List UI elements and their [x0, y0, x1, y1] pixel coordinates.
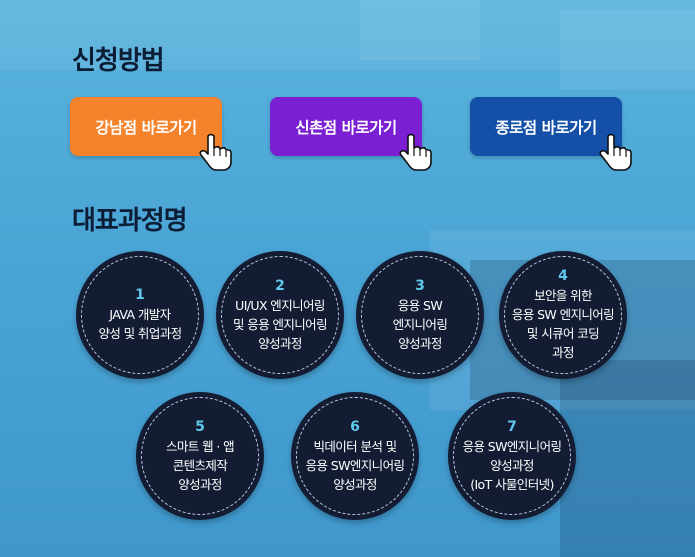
- course-title-line: 엔지니어링: [392, 316, 448, 332]
- course-title-line: 콘텐츠제작: [172, 457, 228, 473]
- course-title-line: 보안을 위한: [534, 288, 592, 303]
- course-circle-6[interactable]: 6 빅데이터 분석 및 응용 SW엔지니어링 양성과정: [291, 392, 419, 520]
- course-title-line: 빅데이터 분석 및: [313, 438, 397, 454]
- course-number: 6: [350, 418, 360, 435]
- course-title-line: 응용 SW: [397, 297, 443, 313]
- course-title-line: 응용 SW엔지니어링: [305, 457, 405, 473]
- course-number: 2: [275, 277, 285, 294]
- course-circle-7[interactable]: 7 응용 SW엔지니어링 양성과정 (IoT 사물인터넷): [448, 392, 576, 520]
- gangnam-branch-button[interactable]: 강남점 바로가기: [70, 97, 232, 171]
- course-circle-3[interactable]: 3 응용 SW 엔지니어링 양성과정: [356, 251, 484, 379]
- course-title-line: 양성과정: [178, 476, 222, 492]
- course-number: 4: [558, 268, 568, 284]
- course-title-line: 양성 및 취업과정: [98, 326, 182, 341]
- course-number: 7: [507, 418, 517, 435]
- course-number: 1: [135, 287, 145, 303]
- course-circle-5[interactable]: 5 스마트 웹 · 앱 콘텐츠제작 양성과정: [136, 392, 264, 520]
- course-circle-2[interactable]: 2 UI/UX 엔지니어링 및 응용 엔지니어링 양성과정: [216, 251, 344, 379]
- course-number: 3: [415, 277, 425, 294]
- course-title-line: 양성과정: [398, 335, 442, 351]
- course-title-line: 양성과정: [490, 457, 534, 473]
- course-circle-1[interactable]: 1 JAVA 개발자 양성 및 취업과정: [76, 251, 204, 379]
- course-title-line: (IoT 사물인터넷): [470, 476, 554, 492]
- sinchon-branch-label: 신촌점 바로가기: [295, 118, 397, 137]
- course-title-line: 및 시큐어 코딩: [526, 326, 600, 341]
- course-title-line: 양성과정: [333, 476, 377, 492]
- gangnam-branch-label: 강남점 바로가기: [95, 118, 197, 137]
- course-title-line: 양성과정: [258, 335, 302, 351]
- section-title-courses: 대표과정명: [72, 206, 188, 236]
- course-title-line: 응용 SW엔지니어링: [462, 438, 562, 454]
- sinchon-branch-button[interactable]: 신촌점 바로가기: [270, 97, 432, 171]
- jongno-branch-button[interactable]: 종로점 바로가기: [470, 97, 632, 171]
- jongno-branch-label: 종로점 바로가기: [495, 118, 597, 137]
- course-title-line: 과정: [552, 345, 574, 360]
- course-circle-4[interactable]: 4 보안을 위한 응용 SW 엔지니어링 및 시큐어 코딩 과정: [499, 251, 627, 379]
- course-title-line: 응용 SW 엔지니어링: [511, 307, 615, 322]
- course-title-line: JAVA 개발자: [109, 307, 171, 322]
- section-title-apply: 신청방법: [72, 46, 165, 76]
- course-title-line: 및 응용 엔지니어링: [233, 316, 328, 332]
- course-title-line: 스마트 웹 · 앱: [166, 438, 235, 454]
- course-number: 5: [195, 418, 205, 435]
- course-title-line: UI/UX 엔지니어링: [235, 297, 325, 313]
